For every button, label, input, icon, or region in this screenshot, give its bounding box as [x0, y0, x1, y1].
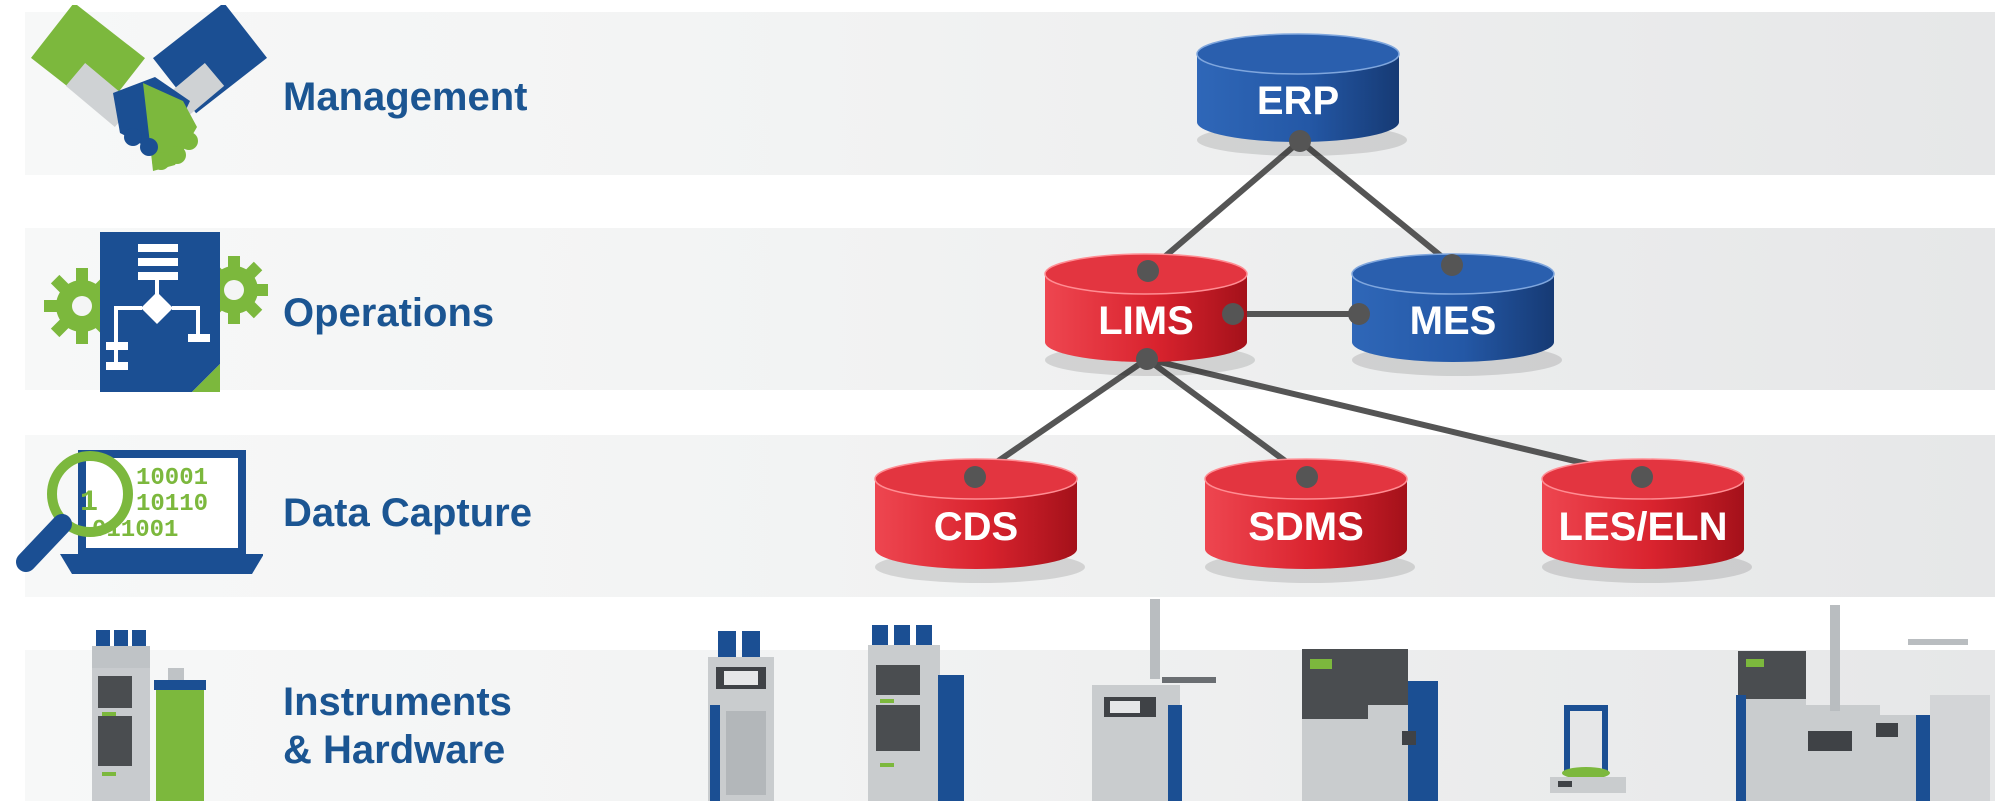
balance-instrument	[1550, 705, 1626, 793]
tier-label-data-capture: Data Capture	[283, 491, 532, 535]
connector-erp-lims	[1145, 138, 1303, 274]
laptop-magnifier-icon: 10001 10110 011001 1	[16, 450, 263, 574]
ic-instrument	[1302, 649, 1438, 801]
db-erp: ERP	[1196, 33, 1407, 156]
connector-endpoint	[964, 466, 986, 488]
connector-lims-sdms	[1144, 356, 1310, 480]
hplc-small-instrument	[708, 631, 774, 801]
connector-endpoint	[1222, 303, 1244, 325]
db-label-les-eln: LES/ELN	[1559, 505, 1728, 549]
connector-erp-mes	[1297, 138, 1455, 268]
connector-endpoints	[964, 130, 1653, 488]
db-mes: MES	[1351, 253, 1562, 376]
db-label-mes: MES	[1410, 299, 1497, 343]
tier-label-instruments-line-1: Instruments	[283, 680, 512, 724]
tier-label-instruments-line-2: & Hardware	[283, 728, 506, 772]
db-label-sdms: SDMS	[1248, 505, 1364, 549]
tier-band-management	[25, 12, 1995, 175]
binary-line-2: 10110	[136, 491, 208, 518]
connector-endpoint	[1631, 466, 1653, 488]
connector-endpoint	[1137, 260, 1159, 282]
workflow-document-icon	[44, 232, 268, 392]
tier-label-management: Management	[283, 75, 528, 119]
instrument-stack-icon	[92, 630, 206, 801]
db-label-cds: CDS	[934, 505, 1018, 549]
connector-lims-cds	[972, 356, 1150, 480]
gc-instrument	[1092, 599, 1216, 801]
handshake-icon	[30, 5, 268, 171]
db-cds: CDS	[874, 458, 1085, 583]
connector-lims-les_eln	[1144, 356, 1645, 480]
tier-band-operations	[25, 228, 1995, 390]
lcms-instrument	[1736, 605, 1990, 801]
hplc-stack-instrument	[868, 625, 964, 801]
connector-endpoint	[1296, 466, 1318, 488]
connector-lines	[972, 138, 1645, 480]
connector-endpoint	[1289, 130, 1311, 152]
connector-endpoint	[1348, 303, 1370, 325]
binary-line-1: 10001	[136, 465, 208, 492]
tier-band-instruments	[25, 650, 1995, 801]
tier-label-operations: Operations	[283, 291, 495, 335]
tier-label-instruments: Instruments & Hardware	[283, 678, 512, 774]
instrument-lineup	[708, 599, 1990, 801]
db-label-erp: ERP	[1257, 79, 1339, 123]
db-les-eln: LES/ELN	[1541, 458, 1752, 583]
connector-endpoint	[1136, 348, 1158, 370]
magnifier-digit: 1	[80, 486, 98, 520]
connector-endpoint	[1441, 254, 1463, 276]
db-label-lims: LIMS	[1098, 299, 1194, 343]
system-nodes: ERP LIMS MES CDS SDMS LES/ELN	[874, 33, 1752, 583]
